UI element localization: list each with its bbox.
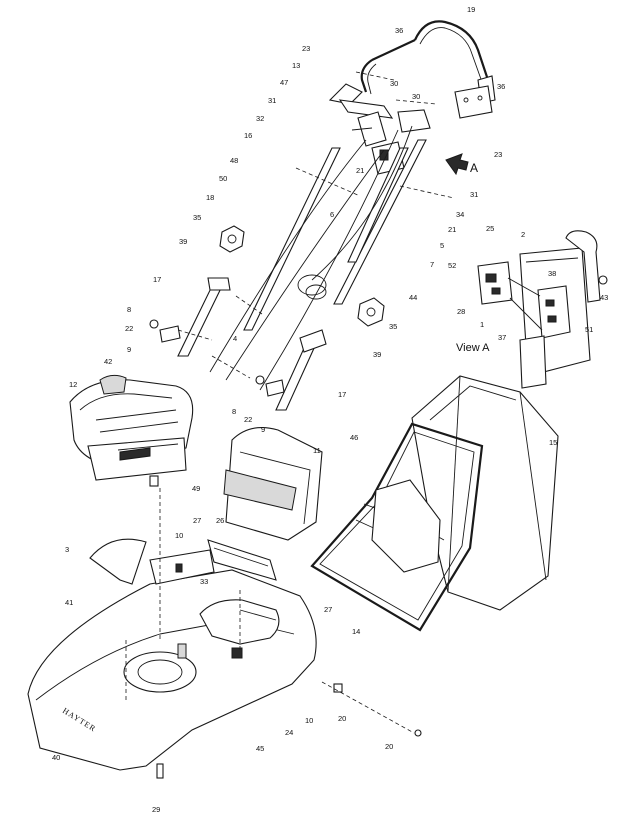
callout: 5 bbox=[440, 241, 444, 250]
callout: 3 bbox=[65, 545, 69, 554]
callout: 30 bbox=[390, 79, 398, 88]
callout: 31 bbox=[470, 190, 478, 199]
callout: 39 bbox=[179, 237, 187, 246]
callout: 17 bbox=[153, 275, 161, 284]
callout: 17 bbox=[338, 390, 346, 399]
view-a-detail bbox=[477, 230, 608, 389]
callout: 9 bbox=[127, 345, 131, 354]
callout: 21 bbox=[356, 166, 364, 175]
callout: 10 bbox=[175, 531, 183, 540]
callout: 46 bbox=[350, 433, 358, 442]
callout: 2 bbox=[521, 230, 525, 239]
engine bbox=[69, 374, 194, 487]
callout: 9 bbox=[261, 425, 265, 434]
callout: 39 bbox=[373, 350, 381, 359]
callout: 27 bbox=[193, 516, 201, 525]
callout: 6 bbox=[330, 210, 334, 219]
callout: 36 bbox=[497, 82, 505, 91]
callout: 31 bbox=[268, 96, 276, 105]
callout: 49 bbox=[192, 484, 200, 493]
callout: 48 bbox=[230, 156, 238, 165]
handle-knobs bbox=[219, 225, 385, 327]
handle-fasteners bbox=[149, 71, 455, 397]
callout: 50 bbox=[219, 174, 227, 183]
callout: 51 bbox=[585, 325, 593, 334]
callout: 11 bbox=[313, 446, 321, 455]
callout: 14 bbox=[352, 627, 360, 636]
callout: 7 bbox=[430, 260, 434, 269]
callout: 22 bbox=[244, 415, 252, 424]
callout: 43 bbox=[600, 293, 608, 302]
callout: 33 bbox=[200, 577, 208, 586]
grass-box-frame bbox=[310, 422, 484, 632]
callout: 23 bbox=[302, 44, 310, 53]
callout: 16 bbox=[244, 131, 252, 140]
callout: 12 bbox=[69, 380, 77, 389]
callout: 27 bbox=[324, 605, 332, 614]
lower-handle-left bbox=[177, 277, 231, 357]
callout: 10 bbox=[305, 716, 313, 725]
callout: 45 bbox=[256, 744, 264, 753]
view-a-title: View A bbox=[456, 342, 490, 354]
callout: 24 bbox=[285, 728, 293, 737]
callout: 20 bbox=[338, 714, 346, 723]
view-a-arrow-label: A bbox=[470, 161, 478, 175]
control-levers bbox=[351, 109, 431, 175]
callout: 22 bbox=[125, 324, 133, 333]
callout: 36 bbox=[395, 26, 403, 35]
callout: 34 bbox=[456, 210, 464, 219]
rear-flap bbox=[207, 539, 277, 581]
view-a-arrow bbox=[445, 153, 469, 176]
callout: 38 bbox=[548, 269, 556, 278]
mower-deck bbox=[27, 549, 317, 771]
callout: 18 bbox=[206, 193, 214, 202]
callout: 21 bbox=[448, 225, 456, 234]
callout: 32 bbox=[256, 114, 264, 123]
callout: 25 bbox=[486, 224, 494, 233]
lower-handle-right bbox=[275, 329, 327, 411]
callout: 52 bbox=[448, 261, 456, 270]
callout: 35 bbox=[389, 322, 397, 331]
bolts bbox=[125, 488, 422, 779]
callout: 23 bbox=[494, 150, 502, 159]
callout: 29 bbox=[152, 805, 160, 814]
side-discharge-cover bbox=[89, 538, 147, 585]
callout: 13 bbox=[292, 61, 300, 70]
callout: 26 bbox=[216, 516, 224, 525]
callout: 41 bbox=[65, 598, 73, 607]
callout: 30 bbox=[412, 92, 420, 101]
callout: 42 bbox=[104, 357, 112, 366]
callout: 20 bbox=[385, 742, 393, 751]
main-handle-tubes bbox=[243, 139, 427, 331]
callout: 44 bbox=[409, 293, 417, 302]
callout: 8 bbox=[127, 305, 131, 314]
callout: 15 bbox=[549, 438, 557, 447]
callout: 1 bbox=[480, 320, 484, 329]
callout: 28 bbox=[457, 307, 465, 316]
callout: 8 bbox=[232, 407, 236, 416]
callout: 40 bbox=[52, 753, 60, 762]
callout: 4 bbox=[233, 334, 237, 343]
handle-bracket-right bbox=[454, 85, 493, 119]
callout: 19 bbox=[467, 5, 475, 14]
callout-labels: 19 36 23 13 47 31 32 16 48 50 18 35 39 3… bbox=[52, 5, 608, 814]
callout: 47 bbox=[280, 78, 288, 87]
callout: 35 bbox=[193, 213, 201, 222]
handle-bar-upper-left bbox=[328, 83, 394, 119]
grass-box bbox=[411, 375, 559, 611]
callout: 37 bbox=[498, 333, 506, 342]
control-cables bbox=[209, 125, 413, 391]
rear-cover bbox=[223, 427, 323, 541]
